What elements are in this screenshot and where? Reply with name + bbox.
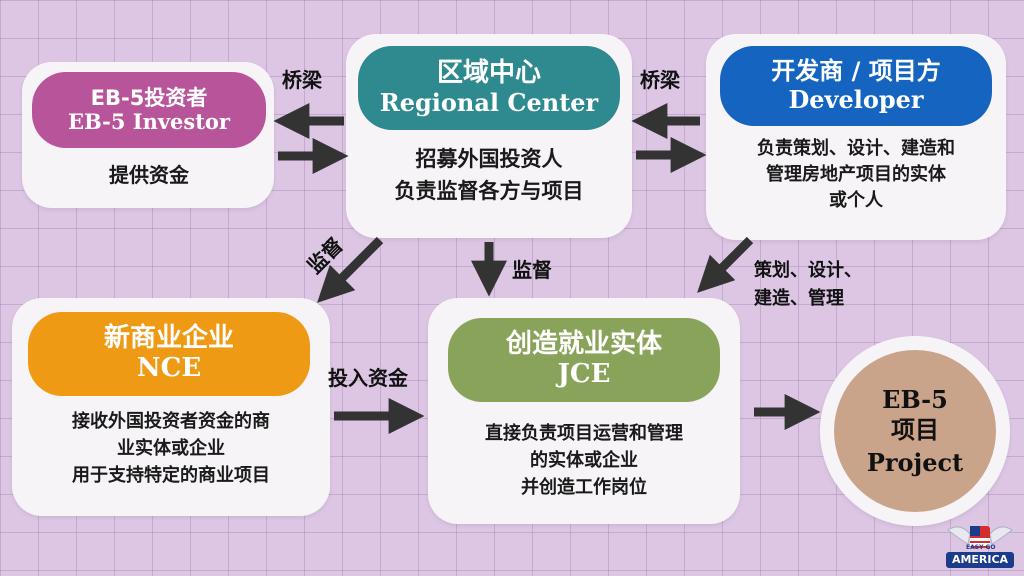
investor-desc: 提供资金 bbox=[109, 163, 189, 187]
project-line1: EB-5 bbox=[882, 385, 948, 415]
logo-small-text: EASY GO bbox=[966, 544, 996, 551]
regional-center-title: 区域中心 Regional Center bbox=[358, 46, 620, 130]
jce-desc-line3: 并创造工作岗位 bbox=[521, 477, 647, 498]
label-dev-roles-1: 策划、设计、 bbox=[754, 260, 862, 281]
nce-title-en: NCE bbox=[136, 353, 202, 383]
label-supervise-down: 监督 bbox=[512, 258, 552, 282]
arrow-rc-to-nce bbox=[317, 236, 384, 303]
developer-desc-line3: 或个人 bbox=[829, 190, 883, 212]
developer-desc-line1: 负责策划、设计、建造和 bbox=[757, 138, 955, 159]
investor-title-zh: EB-5投资者 bbox=[90, 85, 208, 110]
developer-title: 开发商 / 项目方 Developer bbox=[720, 46, 992, 126]
regional-center-desc-line1: 招募外国投资人 bbox=[415, 147, 563, 171]
nce-desc-line3: 用于支持特定的商业项目 bbox=[72, 465, 270, 486]
wings-flag-icon bbox=[946, 526, 1014, 568]
project-line2: 项目 bbox=[891, 416, 939, 445]
jce-title: 创造就业实体 JCE bbox=[448, 318, 720, 402]
investor-title-en: EB-5 Investor bbox=[67, 109, 231, 134]
developer-desc: 负责策划、设计、建造和 管理房地产项目的实体 或个人 bbox=[712, 136, 1000, 214]
nce-title: 新商业企业 NCE bbox=[28, 312, 310, 396]
logo-text: AMERICA bbox=[951, 553, 1009, 566]
regional-center-title-en: Regional Center bbox=[379, 88, 599, 118]
arrow-dev-to-jce bbox=[697, 236, 754, 293]
investor-title: EB-5投资者 EB-5 Investor bbox=[32, 72, 266, 148]
regional-center-desc-line2: 负责监督各方与项目 bbox=[394, 178, 584, 203]
jce-desc-line2: 的实体或企业 bbox=[530, 450, 638, 471]
developer-desc-line2: 管理房地产项目的实体 bbox=[766, 164, 946, 186]
project-circle: EB-5 项目 Project bbox=[834, 350, 996, 512]
regional-center-title-zh: 区域中心 bbox=[436, 58, 541, 89]
regional-center-desc: 招募外国投资人 负责监督各方与项目 bbox=[350, 144, 628, 207]
nce-desc-line1: 接收外国投资者资金的商 bbox=[72, 411, 270, 432]
jce-title-en: JCE bbox=[557, 359, 611, 389]
label-bridge-right: 桥梁 bbox=[640, 68, 680, 92]
project-line3: Project bbox=[866, 447, 964, 477]
nce-desc: 接收外国投资者资金的商 业实体或企业 用于支持特定的商业项目 bbox=[14, 408, 328, 489]
jce-desc: 直接负责项目运营和管理 的实体或企业 并创造工作岗位 bbox=[432, 420, 736, 501]
developer-title-en: Developer bbox=[788, 85, 924, 114]
jce-desc-line1: 直接负责项目运营和管理 bbox=[485, 423, 683, 444]
label-dev-roles-2: 建造、管理 bbox=[754, 288, 844, 309]
easy-go-america-logo: EASY GO AMERICA bbox=[940, 516, 1020, 572]
nce-title-zh: 新商业企业 bbox=[103, 323, 234, 354]
label-invest-funds: 投入资金 bbox=[328, 366, 408, 390]
developer-title-zh: 开发商 / 项目方 bbox=[771, 57, 941, 86]
nce-desc-line2: 业实体或企业 bbox=[117, 438, 225, 459]
jce-title-zh: 创造就业实体 bbox=[505, 329, 662, 360]
label-bridge-left: 桥梁 bbox=[282, 68, 322, 92]
